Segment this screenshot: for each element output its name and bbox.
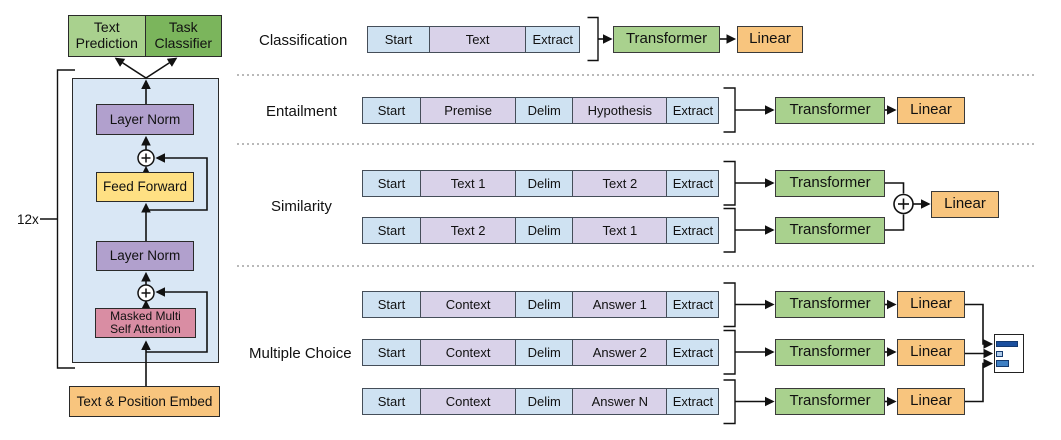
classification-transformer-box: Transformer [613,25,720,53]
token-cell-start: Start [362,216,421,244]
token-cell-hypothesis: Hypothesis [571,96,668,124]
loop-count-label: 12x [17,212,39,227]
token-cell-answerN: Answer N [571,388,668,415]
task-label-multiple-choice: Multiple Choice [249,344,352,362]
token-cell-extract: Extract [666,216,720,244]
token-cell-start: Start [362,96,421,124]
text-position-embed-label: Text & Position Embed [76,393,213,409]
classification-sequence: Start Text Extract [367,25,581,53]
multiple-choice-transformer-box-3: Transformer [775,388,885,415]
feed-forward-label: Feed Forward [102,179,188,195]
task-label-entailment: Entailment [266,102,337,120]
task-classifier-label: Task Classifier [154,19,213,51]
token-cell-delim: Delim [515,291,574,318]
token-cell-text1: Text 1 [419,169,517,197]
entailment-linear-box: Linear [897,96,965,124]
classification-linear-box: Linear [737,25,803,53]
token-cell-start: Start [367,25,430,53]
layer-norm-bottom-box: Layer Norm [96,241,194,271]
feed-forward-box: Feed Forward [96,172,194,202]
token-cell-text1: Text 1 [571,216,668,244]
token-cell-context: Context [419,291,517,318]
masked-self-attention-box: Masked Multi Self Attention [95,308,196,338]
text-prediction-label: Text Prediction [75,19,138,51]
similarity-transformer-box-2: Transformer [775,216,885,244]
task-classifier-box: Task Classifier [144,15,222,57]
entailment-sequence: Start Premise Delim Hypothesis Extract [362,96,720,124]
transformer-label: Transformer [789,173,871,191]
token-cell-text: Text [428,25,527,53]
transformer-label: Transformer [789,342,871,360]
transformer-label: Transformer [789,392,871,410]
multiple-choice-sequence-1: Start Context Delim Answer 1 Extract [362,291,720,318]
multiple-choice-transformer-box-2: Transformer [775,338,885,366]
probability-bar-3 [996,360,1009,367]
multiple-choice-sequence-3: Start Context Delim Answer N Extract [362,388,720,415]
multiple-choice-transformer-box-1: Transformer [775,291,885,318]
token-cell-extract: Extract [666,338,720,366]
multiple-choice-linear-box-3: Linear [897,388,965,415]
linear-label: Linear [910,295,952,313]
probability-bar-2 [996,350,1003,357]
token-cell-extract: Extract [666,169,720,197]
token-cell-delim: Delim [515,96,574,124]
text-prediction-box: Text Prediction [68,15,146,57]
masked-attention-line2: Self Attention [110,322,181,336]
token-cell-context: Context [419,338,517,366]
linear-label: Linear [910,100,952,118]
token-cell-start: Start [362,291,421,318]
token-cell-text2: Text 2 [571,169,668,197]
token-cell-answer1: Answer 1 [571,291,668,318]
task-label-classification: Classification [259,31,348,49]
token-cell-premise: Premise [419,96,517,124]
multiple-choice-linear-box-1: Linear [897,291,965,318]
transformer-label: Transformer [789,295,871,313]
token-cell-start: Start [362,338,421,366]
similarity-sequence-2: Start Text 2 Delim Text 1 Extract [362,216,720,244]
multiple-choice-sequence-2: Start Context Delim Answer 2 Extract [362,338,720,366]
linear-label: Linear [910,342,952,360]
token-cell-context: Context [419,388,517,415]
similarity-sequence-1: Start Text 1 Delim Text 2 Extract [362,169,720,197]
add-icon-similarity [893,193,914,215]
token-cell-extract: Extract [666,291,720,318]
token-cell-extract: Extract [666,96,720,124]
probability-bar-1 [996,341,1018,347]
task-label-similarity: Similarity [271,197,332,215]
similarity-transformer-box-1: Transformer [775,169,885,197]
token-cell-start: Start [362,388,421,415]
token-cell-delim: Delim [515,338,574,366]
layer-norm-bottom-label: Layer Norm [109,248,181,264]
layer-norm-top-box: Layer Norm [96,104,194,135]
token-cell-extract: Extract [525,25,581,53]
layer-norm-top-label: Layer Norm [109,111,181,127]
entailment-transformer-box: Transformer [775,96,885,124]
transformer-label: Transformer [625,29,708,47]
token-cell-text2: Text 2 [419,216,517,244]
linear-label: Linear [749,29,791,47]
transformer-label: Transformer [789,100,871,118]
token-cell-extract: Extract [666,388,720,415]
multiple-choice-linear-box-2: Linear [897,338,965,366]
linear-label: Linear [910,392,952,410]
token-cell-start: Start [362,169,421,197]
similarity-linear-box: Linear [931,190,999,218]
text-position-embed-box: Text & Position Embed [69,386,220,417]
transformer-label: Transformer [789,220,871,238]
linear-label: Linear [944,194,986,212]
token-cell-delim: Delim [515,169,574,197]
token-cell-answer2: Answer 2 [571,338,668,366]
token-cell-delim: Delim [515,216,574,244]
loop-bracket [40,69,75,369]
masked-attention-line1: Masked Multi [110,308,181,323]
token-cell-delim: Delim [515,388,574,415]
